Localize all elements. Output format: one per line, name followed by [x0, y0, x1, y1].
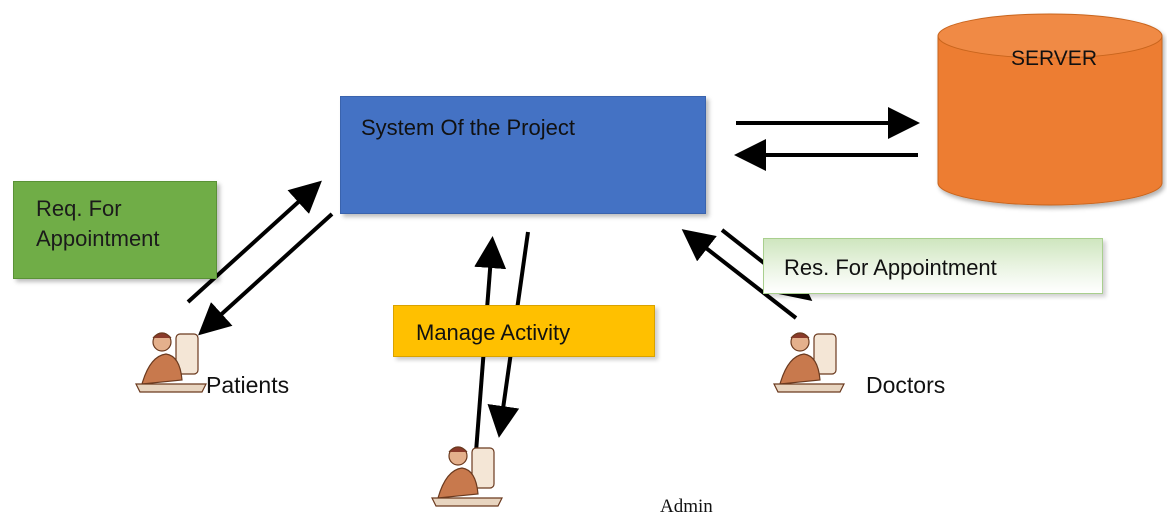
request-label: Req. For Appointment: [36, 196, 160, 251]
manage-label: Manage Activity: [416, 320, 571, 345]
arrow-system-to-patients: [198, 212, 334, 336]
server-cylinder-icon: [937, 13, 1163, 206]
response-box: Res. For Appointment: [763, 238, 1103, 294]
arrow-doctors-to-system: [681, 229, 798, 320]
patient-person-icon: [135, 332, 207, 393]
arrow-patients-to-system: [186, 180, 322, 304]
admin-person-icon: [431, 446, 503, 507]
patients-label: Patients: [206, 372, 290, 398]
manage-activity-box: Manage Activity: [393, 305, 655, 357]
doctors-label: Doctors: [866, 372, 946, 398]
system-label: System Of the Project: [361, 115, 575, 140]
system-box: System Of the Project: [340, 96, 706, 214]
server-label: SERVER: [1011, 47, 1097, 70]
response-label: Res. For Appointment: [784, 255, 997, 280]
admin-label: Admin: [660, 496, 713, 517]
doctor-person-icon: [773, 332, 845, 393]
request-box: Req. For Appointment: [13, 181, 217, 279]
